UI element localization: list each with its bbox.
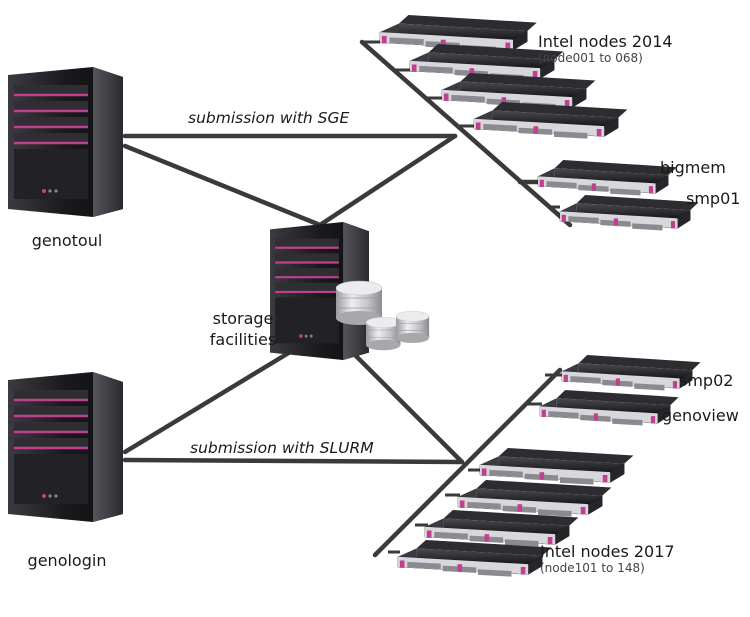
sge-submission-label: submission with SGE	[188, 109, 350, 127]
genologin-label: genologin	[27, 551, 107, 570]
rack-node-icon	[479, 447, 634, 486]
storage-label-line1: storage	[212, 309, 274, 328]
genologin-server-icon	[6, 370, 125, 524]
intel-2014-range: (node001 to 068)	[538, 51, 643, 65]
node-ticks-2017	[388, 373, 562, 554]
node-ticks-2014	[362, 40, 560, 209]
storage-label-line2: facilities	[209, 330, 277, 349]
bigmem-label: bigmem	[660, 158, 726, 177]
bigmem-node-icon	[537, 159, 678, 196]
smp02-label: smp02	[679, 371, 734, 390]
slurm-submission-label: submission with SLURM	[190, 439, 374, 457]
smp01-node-icon	[559, 194, 700, 231]
intel-2014-title: Intel nodes 2014	[538, 32, 673, 51]
disk-icon	[365, 316, 401, 351]
genotoul-label: genotoul	[31, 231, 103, 250]
intel-2017-title: Intel nodes 2017	[540, 542, 675, 561]
link-genotoul-storage	[122, 143, 323, 228]
rack-node-icon	[457, 479, 612, 518]
genoview-label: genoview	[662, 406, 739, 425]
link-storage-2017	[337, 337, 465, 465]
genotoul-server-icon	[6, 65, 125, 219]
rack-node-icon	[473, 101, 628, 140]
connection-lines	[122, 39, 573, 558]
link-storage-2014	[317, 133, 458, 228]
genoview-node-icon	[539, 389, 680, 426]
disk-icon	[395, 310, 430, 344]
backbone-2017	[372, 367, 563, 558]
link-genologin-slurm	[122, 457, 465, 465]
intel-2017-range: (node101 to 148)	[540, 561, 645, 575]
smp01-label: smp01	[686, 189, 741, 208]
link-genologin-storage	[122, 337, 313, 455]
backbone-2014	[359, 39, 573, 228]
